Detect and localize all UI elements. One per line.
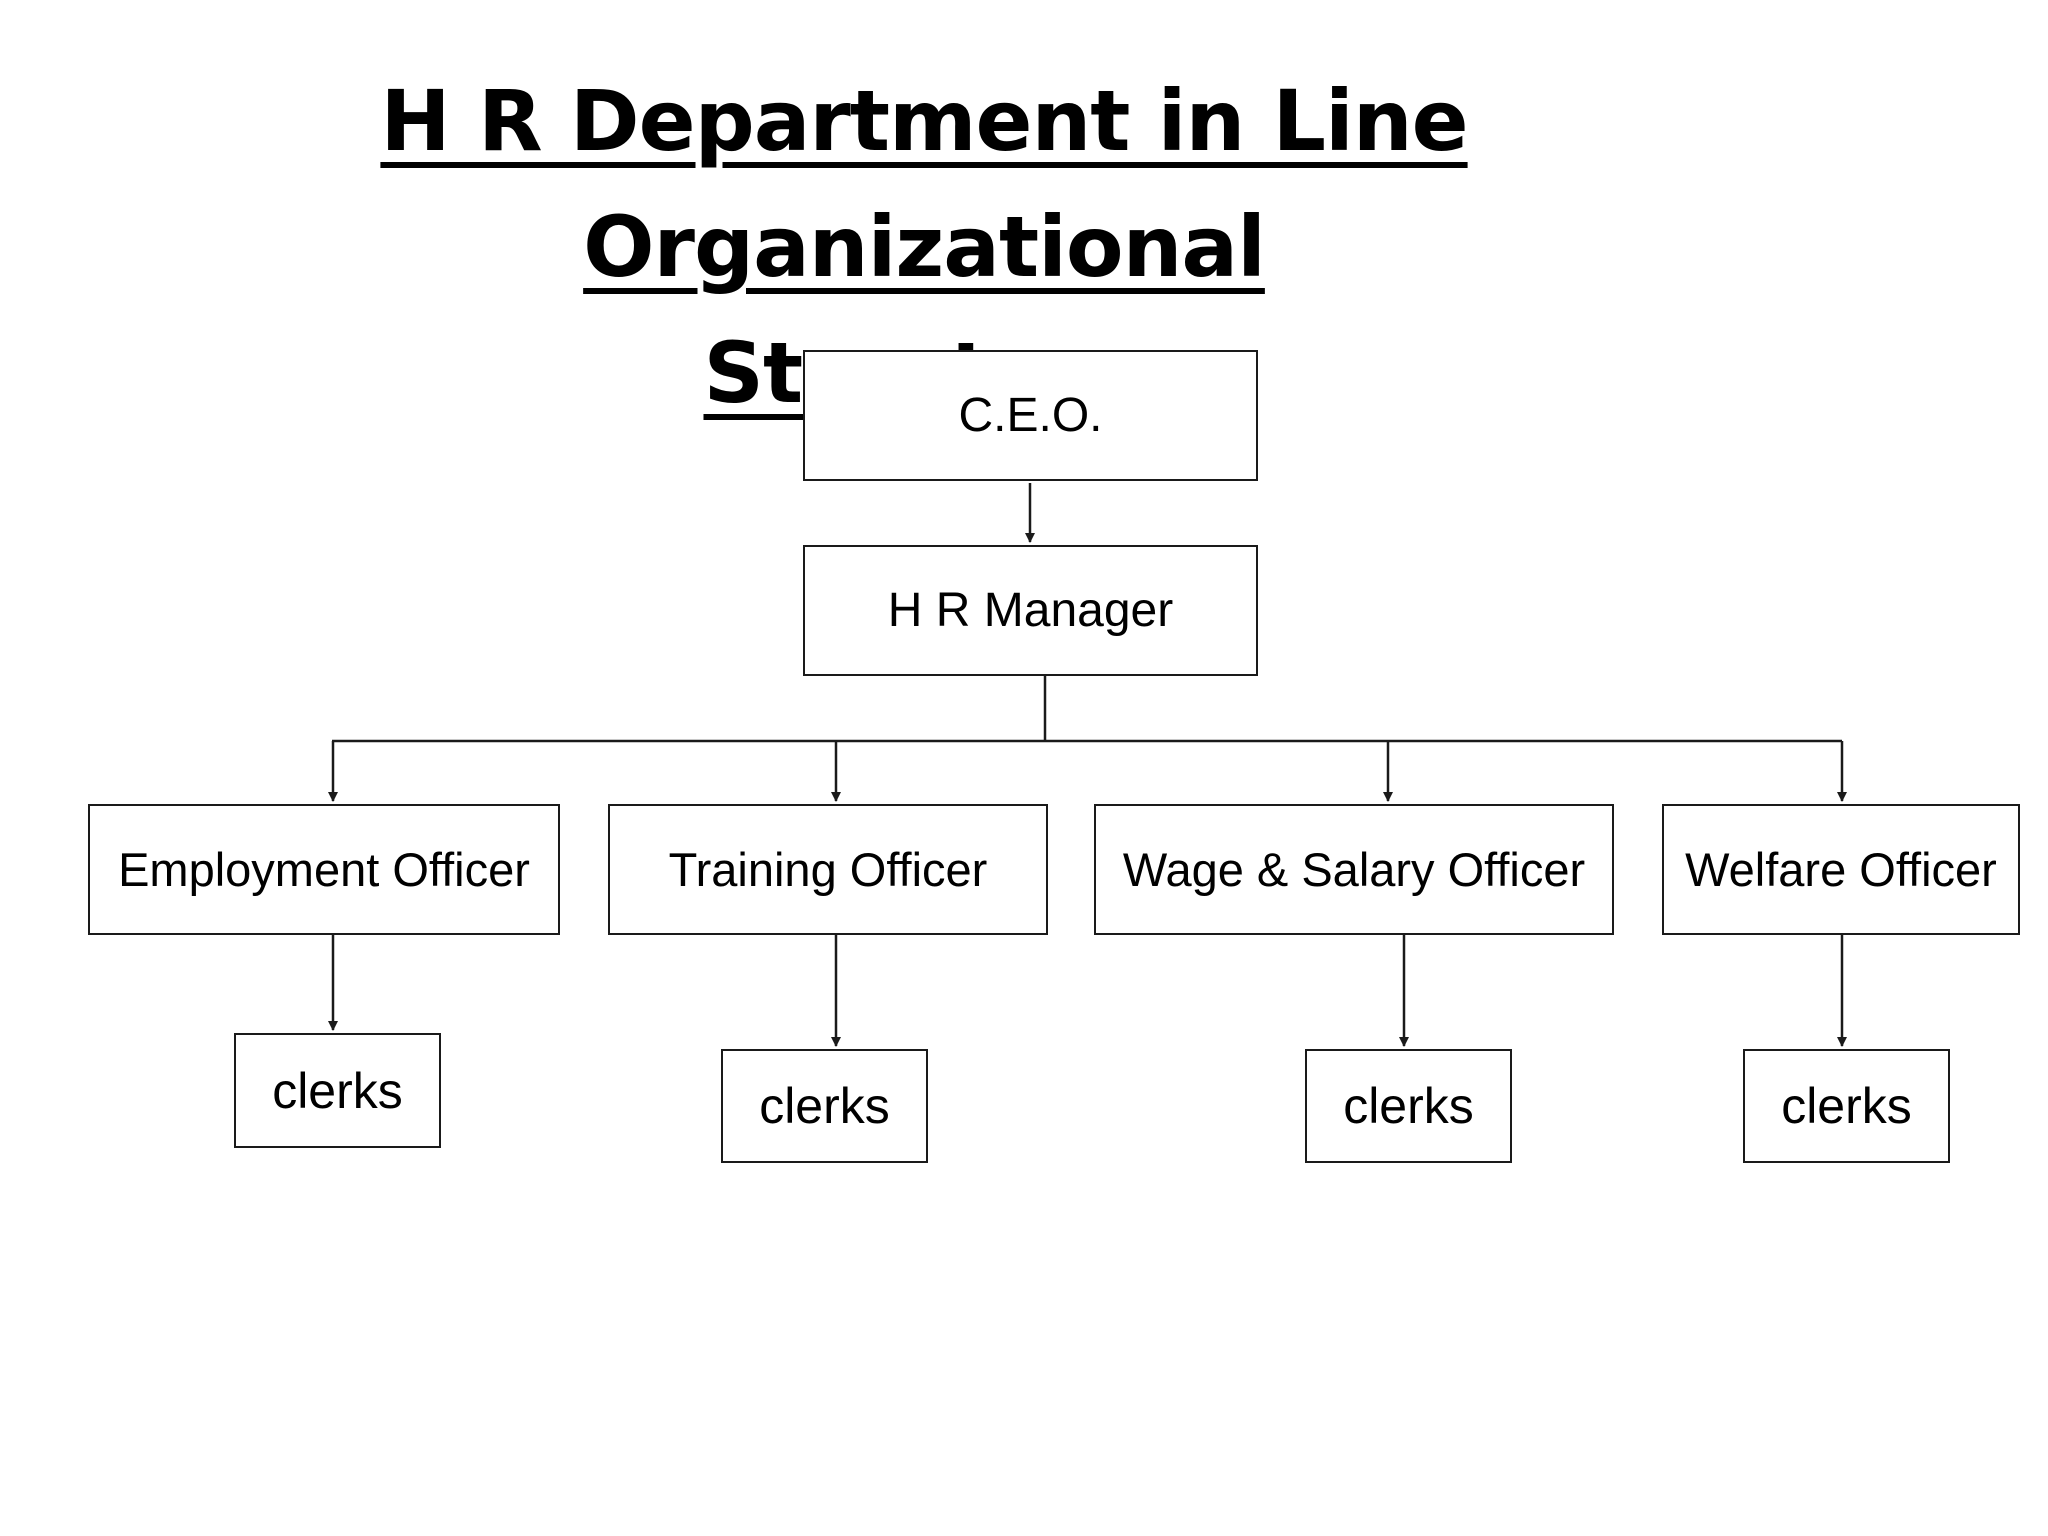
hr-manager-label: H R Manager — [887, 584, 1174, 637]
clerks-box-wage-salary: clerks — [1305, 1049, 1512, 1163]
welfare-officer-box: Welfare Officer — [1662, 804, 2020, 935]
clerks-label-training: clerks — [759, 1078, 890, 1134]
welfare-officer-label: Welfare Officer — [1685, 843, 1997, 896]
wage-salary-officer-box: Wage & Salary Officer — [1094, 804, 1614, 935]
title-line-1: H R Department in Line Organizational — [380, 72, 1468, 296]
clerks-label-wage-salary: clerks — [1343, 1078, 1474, 1134]
clerks-box-welfare: clerks — [1743, 1049, 1950, 1163]
clerks-box-employment: clerks — [234, 1033, 441, 1148]
ceo-label: C.E.O. — [958, 389, 1103, 442]
page-title: H R Department in Line Organizational St… — [104, 58, 1744, 436]
employment-officer-box: Employment Officer — [88, 804, 560, 935]
clerks-box-training: clerks — [721, 1049, 928, 1163]
training-officer-label: Training Officer — [668, 843, 988, 896]
ceo-box: C.E.O. — [803, 350, 1258, 481]
clerks-label-employment: clerks — [272, 1062, 403, 1119]
hr-manager-box: H R Manager — [803, 545, 1258, 676]
employment-officer-label: Employment Officer — [118, 843, 530, 896]
training-officer-box: Training Officer — [608, 804, 1048, 935]
clerks-label-welfare: clerks — [1781, 1078, 1912, 1134]
wage-salary-officer-label: Wage & Salary Officer — [1122, 843, 1586, 896]
